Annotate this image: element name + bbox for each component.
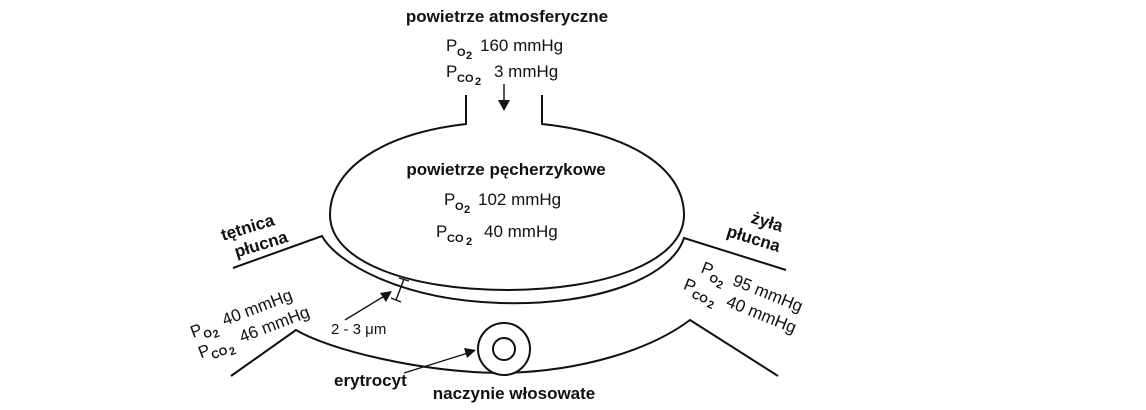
svg-text:CO: CO [690, 289, 710, 306]
svg-text:2: 2 [475, 76, 481, 88]
alveolar-pco2: P CO 2 40 mmHg [436, 222, 558, 248]
svg-text:CO: CO [447, 233, 464, 245]
alveolar-po2: P O 2 102 mmHg [444, 190, 561, 216]
svg-text:2: 2 [464, 204, 470, 216]
svg-text:2: 2 [705, 299, 715, 312]
svg-text:40 mmHg: 40 mmHg [484, 222, 558, 241]
membrane-thickness-bar [395, 278, 405, 301]
svg-text:2: 2 [211, 328, 221, 341]
svg-text:P: P [436, 222, 447, 241]
vein-title: żyła płucna [725, 208, 786, 256]
svg-text:160 mmHg: 160 mmHg [480, 36, 563, 55]
membrane-thickness-tick-bottom [390, 297, 402, 303]
erythrocyte-pointer [403, 352, 469, 374]
svg-text:2: 2 [714, 279, 724, 292]
svg-text:O: O [455, 201, 464, 213]
svg-text:2: 2 [228, 345, 238, 358]
alveolus-outline [328, 95, 686, 292]
svg-text:CO: CO [210, 345, 230, 362]
svg-text:102 mmHg: 102 mmHg [478, 190, 561, 209]
vein-values: P O 2 95 mmHg P CO 2 40 mmHg [681, 258, 805, 337]
membrane-pointer [344, 294, 387, 321]
capillary-label: naczynie włosowate [433, 384, 596, 403]
svg-text:P: P [446, 36, 457, 55]
atmospheric-po2: P O 2 160 mmHg [446, 36, 563, 62]
atmospheric-pco2: P CO 2 3 mmHg [446, 62, 558, 88]
capillary-upper-wall [232, 234, 787, 305]
erythrocyte-inner [492, 337, 516, 361]
artery-title: tętnica płucna [219, 210, 291, 261]
airflow-arrowhead [498, 100, 510, 111]
membrane-pointer-head [380, 291, 392, 302]
atmospheric-title: powietrze atmosferyczne [406, 7, 608, 26]
erythrocyte-label: erytrocyt [334, 371, 407, 390]
svg-text:P: P [446, 62, 457, 81]
svg-text:2: 2 [466, 50, 472, 62]
svg-text:O: O [457, 47, 466, 59]
membrane-thickness-tick-top [398, 277, 410, 282]
svg-text:P: P [444, 190, 455, 209]
svg-text:CO: CO [457, 73, 474, 85]
erythrocyte-pointer-head [464, 348, 476, 358]
svg-text:3 mmHg: 3 mmHg [494, 62, 558, 81]
artery-values: P O 2 40 mmHg P CO 2 46 mmHg [188, 285, 313, 362]
svg-text:2: 2 [466, 236, 472, 248]
alveolar-title: powietrze pęcherzykowe [406, 160, 605, 179]
membrane-thickness-label: 2 - 3 μm [331, 321, 386, 338]
